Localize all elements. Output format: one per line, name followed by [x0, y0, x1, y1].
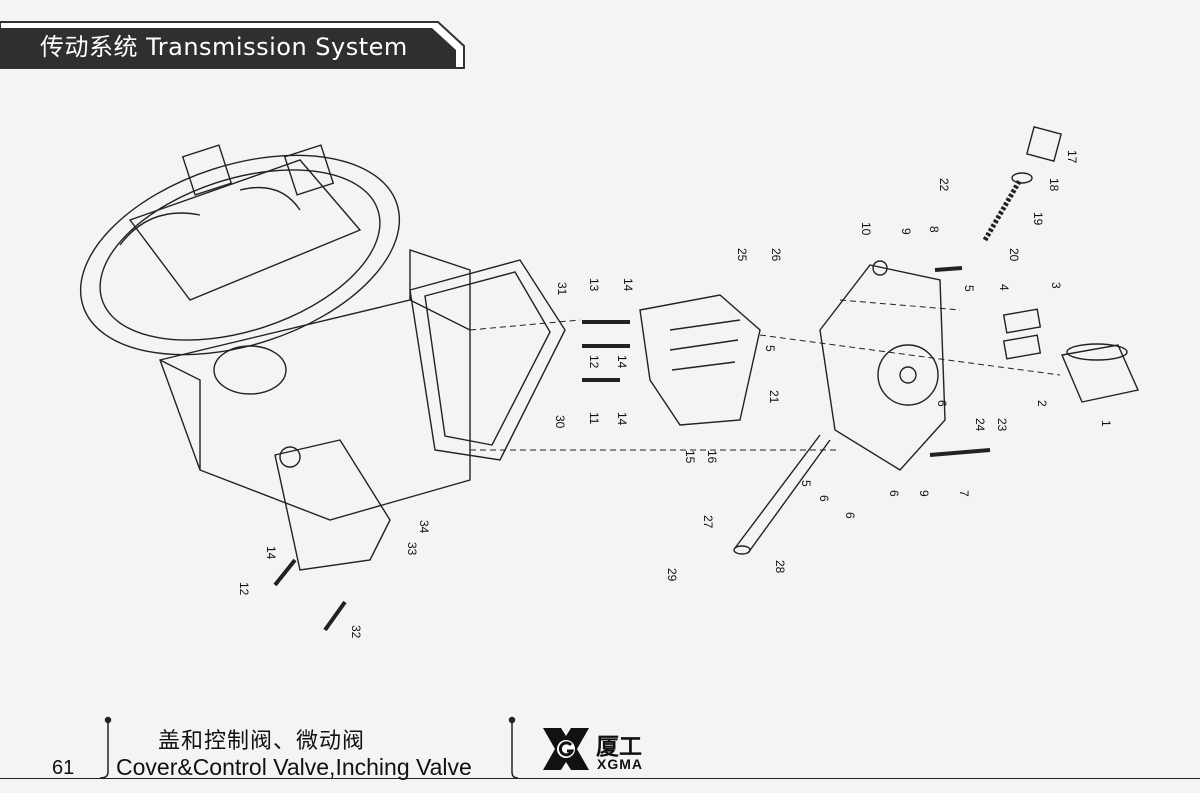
callout-16: 16	[705, 450, 719, 464]
filter-1	[1061, 344, 1139, 403]
header-band	[0, 21, 465, 69]
callout-29: 29	[665, 568, 679, 582]
callout-14: 14	[621, 278, 635, 292]
callout-34: 34	[417, 520, 431, 534]
caption-chinese: 盖和控制阀、微动阀	[158, 729, 366, 754]
footer-brackets	[99, 716, 519, 779]
callout-27: 27	[701, 515, 715, 529]
callout-26: 26	[769, 248, 783, 262]
callout-33: 33	[405, 542, 419, 556]
callout-32: 32	[349, 625, 363, 639]
callout-6: 6	[935, 400, 949, 407]
valve-block	[639, 294, 761, 426]
callout-3: 3	[1049, 282, 1063, 289]
callout-6c: 6	[817, 495, 831, 502]
callout-15: 15	[683, 450, 697, 464]
caption-english: Cover&Control Valve,Inching Valve	[116, 754, 472, 780]
brand-name-english: XGMA	[597, 756, 643, 772]
callout-5: 5	[962, 285, 976, 292]
callout-31: 31	[555, 282, 569, 296]
callout-10: 10	[859, 222, 873, 236]
housing-body	[159, 299, 471, 521]
callout-4: 4	[997, 284, 1011, 291]
housing-flange	[79, 154, 401, 356]
callout-21: 21	[767, 390, 781, 404]
callout-6d: 6	[843, 512, 857, 519]
callout-5c: 5	[799, 480, 813, 487]
shaft-27	[734, 434, 831, 554]
callout-20: 20	[1007, 248, 1021, 262]
callout-14b: 14	[615, 355, 629, 369]
callout-8: 8	[927, 226, 941, 233]
footer-rule	[0, 778, 1200, 779]
callout-17: 17	[1065, 150, 1079, 164]
gasket-30	[409, 259, 566, 461]
callout-9: 9	[899, 228, 913, 235]
callout-13: 13	[587, 278, 601, 292]
callout-9b: 9	[917, 490, 931, 497]
callout-24: 24	[973, 418, 987, 432]
page-number: 61	[52, 757, 75, 779]
callout-11: 11	[587, 412, 601, 425]
callout-14c: 14	[615, 412, 629, 426]
callout-30: 30	[553, 415, 567, 429]
callout-22: 22	[937, 178, 951, 192]
callout-19: 19	[1031, 212, 1045, 226]
spring-19	[982, 178, 1023, 242]
page-title: 传动系统 Transmission System	[40, 33, 408, 61]
callout-6b: 6	[887, 490, 901, 497]
callout-28: 28	[773, 560, 787, 574]
callout-12: 12	[587, 355, 601, 369]
cover-10	[819, 264, 946, 471]
brand-name-chinese: 厦工	[596, 734, 642, 760]
callout-1: 1	[1099, 420, 1113, 427]
callout-12b: 12	[237, 582, 251, 596]
callout-18: 18	[1047, 178, 1061, 192]
xgma-logo-icon	[543, 728, 589, 770]
callout-2: 2	[1035, 400, 1049, 407]
callout-7: 7	[957, 490, 971, 497]
callout-14d: 14	[264, 546, 278, 560]
callout-5b: 5	[763, 345, 777, 352]
callout-23: 23	[995, 418, 1009, 432]
callout-25: 25	[735, 248, 749, 262]
inching-valve	[274, 439, 391, 571]
